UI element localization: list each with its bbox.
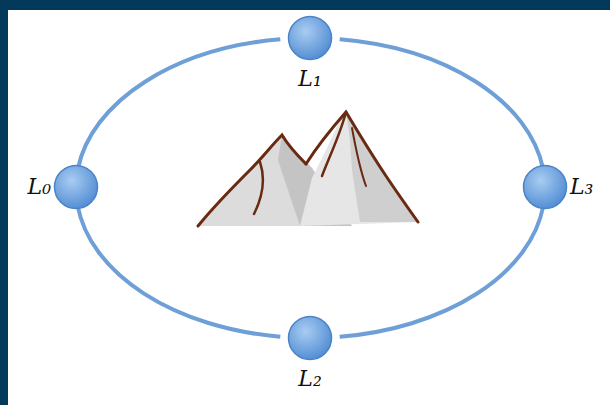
ring-node: L₂ [287, 315, 333, 391]
circle-shape [53, 164, 99, 210]
ring-node: L₃ [522, 164, 593, 210]
ring-arc [340, 206, 544, 337]
ring-arc [78, 39, 280, 168]
ring-node: L₀ [28, 164, 99, 210]
node-label: L₂ [298, 367, 321, 391]
node-circle [287, 315, 333, 361]
node-circle [287, 15, 333, 61]
circle-shape [287, 15, 333, 61]
node-label: L₀ [28, 175, 51, 199]
node-label: L₃ [570, 175, 593, 199]
node-label: L₁ [298, 67, 321, 91]
ring-arc [78, 206, 281, 337]
node-circle [522, 164, 568, 210]
node-circle [53, 164, 99, 210]
circle-shape [287, 315, 333, 361]
ring-arc [340, 39, 543, 168]
circle-shape [522, 164, 568, 210]
ring-node: L₁ [287, 15, 333, 91]
